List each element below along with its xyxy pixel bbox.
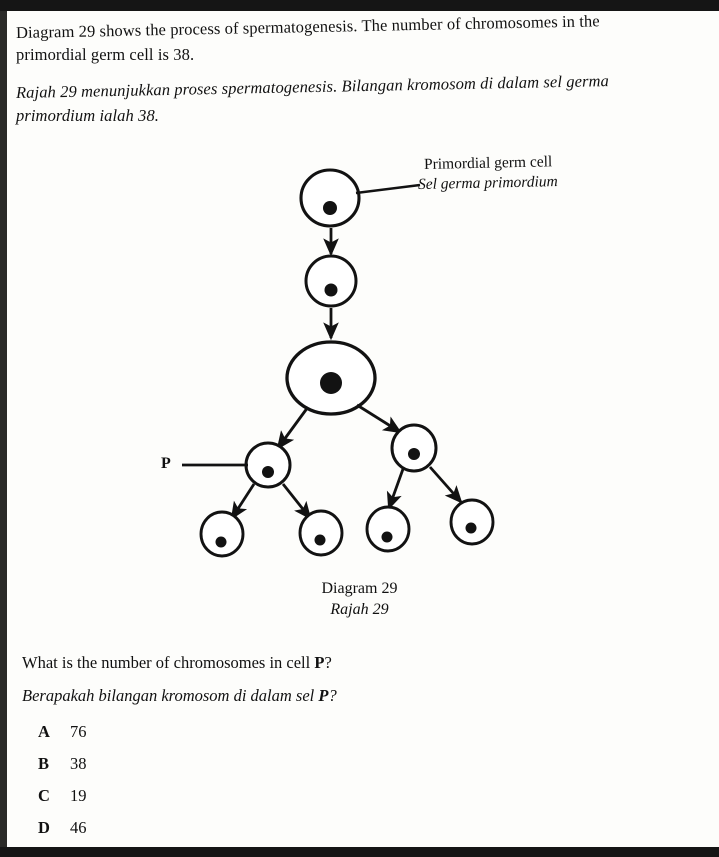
diagram-caption-english: Diagram 29 [321,580,398,597]
cell-spermatid-3 [365,505,411,553]
answer-option-c-value: 19 [70,786,87,805]
scan-artifact-bottom-bar [0,847,719,857]
question-stem-malay: Rajah 29 menunjukkan proses spermatogene… [16,71,704,126]
spermatogenesis-diagram-svg [182,168,495,558]
nucleus-dot [408,448,420,460]
question-stem-english-line-2: primordial germ cell is 38. [16,45,195,64]
arrow-primary-to-secondary-right [356,403,402,434]
callout-leader-line [355,183,421,195]
question-stem-english: Diagram 29 shows the process of spermato… [16,11,704,65]
question-stem-malay-line-1: Rajah 29 menunjukkan proses spermatogene… [15,71,610,102]
arrow-primary-to-secondary-left [276,406,310,450]
cell-secondary-spermatocyte-p [244,441,292,489]
cell-label-p: P [161,455,171,472]
answer-option-b-value: 38 [70,754,87,773]
spermatogenesis-diagram [0,140,719,630]
arrow-secondary-left-to-spermatid-1 [230,483,256,520]
answer-option-a[interactable]: A 76 [38,722,338,754]
answer-option-b[interactable]: B 38 [38,754,338,786]
question-english-prefix: What is the number of chromosomes in cel… [22,653,315,672]
arrow-secondary-right-to-spermatid-4 [428,466,463,504]
nucleus-dot [314,534,326,546]
question-text-malay: Berapakah bilangan kromosom di dalam sel… [22,685,337,706]
nucleus-dot [262,466,274,478]
diagram-caption: Diagram 29 Rajah 29 [0,578,719,620]
answer-option-a-letter: A [38,722,50,741]
question-english-suffix: ? [324,653,332,672]
answer-option-c-letter: C [38,786,50,805]
nucleus-dot [215,536,227,548]
nucleus-dot [323,201,337,215]
callout-label-malay: Sel germa primordium [417,173,558,193]
question-malay-cell-label: P [318,686,329,705]
cell-spermatid-4 [449,498,495,546]
question-stem-malay-line-2: primordium ialah 38. [16,106,160,125]
cell-spermatogonium [304,254,358,308]
diagram-caption-malay: Rajah 29 [330,601,389,618]
nucleus-dot [381,531,393,543]
question-malay-suffix: ? [328,686,337,705]
nucleus-dot [320,372,342,394]
question-stem-english-line-1: Diagram 29 shows the process of spermato… [15,11,600,42]
answer-option-d-value: 46 [70,818,87,837]
cell-spermatid-2 [298,509,344,557]
question-english-cell-label: P [314,653,325,672]
answer-option-d[interactable]: D 46 [38,818,338,850]
nucleus-dot [465,522,477,534]
scan-artifact-top-bar [0,0,719,11]
cell-primordial-germ [299,168,361,228]
nucleus-dot [324,283,338,297]
scan-artifact-left-edge [0,11,7,847]
answer-option-a-value: 76 [70,722,87,741]
answer-option-d-letter: D [38,818,50,837]
arrow-secondary-left-to-spermatid-2 [281,483,312,520]
cell-secondary-spermatocyte-right [390,423,438,473]
question-text-english: What is the number of chromosomes in cel… [22,652,332,673]
arrow-secondary-right-to-spermatid-3 [386,468,405,511]
answer-option-c[interactable]: C 19 [38,786,338,818]
cell-primary-spermatocyte [285,340,377,416]
question-malay-prefix: Berapakah bilangan kromosom di dalam sel [22,686,319,705]
answer-option-b-letter: B [38,754,50,773]
answer-options-list: A 76 B 38 C 19 D 46 [38,722,338,850]
cell-spermatid-1 [199,510,245,558]
